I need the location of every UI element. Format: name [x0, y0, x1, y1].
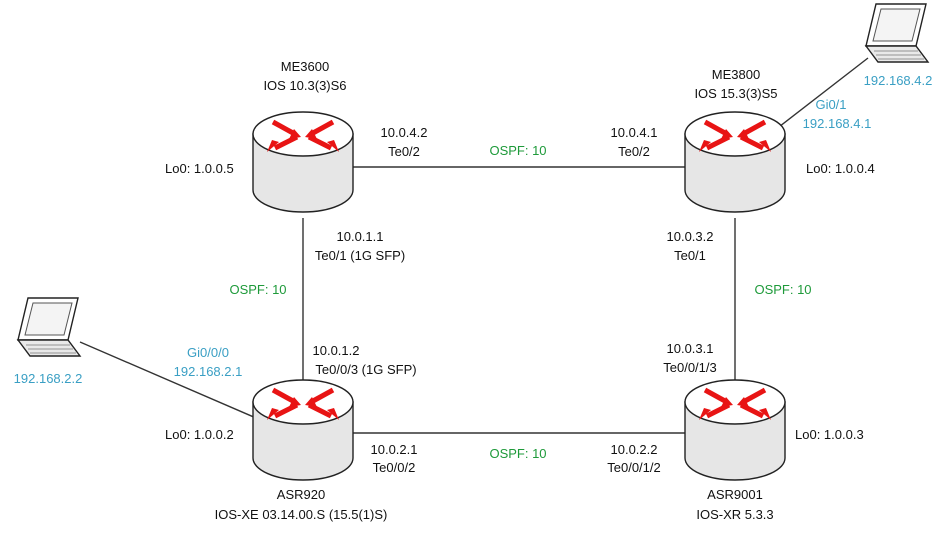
- right-top-if: Te0/1: [674, 248, 706, 263]
- asr9001-name: ASR9001: [707, 487, 763, 502]
- top-right-ip: 10.0.4.1: [611, 125, 658, 140]
- left-ospf: OSPF: 10: [229, 282, 286, 297]
- link-host-left: [79, 341, 257, 419]
- left-top-ip: 10.0.1.1: [337, 229, 384, 244]
- asr920-os: IOS-XE 03.14.00.S (15.5(1)S): [215, 507, 388, 522]
- router-icon-asr9001: [685, 380, 785, 480]
- me3600-os: IOS 10.3(3)S6: [263, 78, 346, 93]
- bottom-right-ip: 10.0.2.2: [611, 442, 658, 457]
- me3600-name: ME3600: [281, 59, 329, 74]
- host-left-router-ip: 192.168.2.1: [174, 364, 243, 379]
- router-icon-me3800: [685, 112, 785, 212]
- asr9001-loopback: Lo0: 1.0.0.3: [795, 427, 864, 442]
- top-left-if: Te0/2: [388, 144, 420, 159]
- right-ospf: OSPF: 10: [754, 282, 811, 297]
- router-icon-asr920: [253, 380, 353, 480]
- host-right-router-ip: 192.168.4.1: [803, 116, 872, 131]
- bottom-left-ip: 10.0.2.1: [371, 442, 418, 457]
- host-left-router-if: Gi0/0/0: [187, 345, 229, 360]
- left-top-if: Te0/1 (1G SFP): [315, 248, 405, 263]
- right-bottom-ip: 10.0.3.1: [667, 341, 714, 356]
- link-host-right: [774, 57, 869, 131]
- me3800-name: ME3800: [712, 67, 760, 82]
- bottom-right-if: Te0/0/1/2: [607, 460, 661, 475]
- host-left-ip: 192.168.2.2: [14, 371, 83, 386]
- asr9001-os: IOS-XR 5.3.3: [696, 507, 773, 522]
- laptop-icon-left: [17, 297, 81, 357]
- right-bottom-if: Te0/0/1/3: [663, 360, 717, 375]
- left-bottom-ip: 10.0.1.2: [313, 343, 360, 358]
- router-icon-me3600: [253, 112, 353, 212]
- top-left-ip: 10.0.4.2: [381, 125, 428, 140]
- asr920-loopback: Lo0: 1.0.0.2: [165, 427, 234, 442]
- bottom-left-if: Te0/0/2: [373, 460, 416, 475]
- laptop-icon-right: [865, 3, 929, 63]
- me3800-os: IOS 15.3(3)S5: [694, 86, 777, 101]
- host-right-router-if: Gi0/1: [815, 97, 846, 112]
- right-top-ip: 10.0.3.2: [667, 229, 714, 244]
- left-bottom-if: Te0/0/3 (1G SFP): [315, 362, 416, 377]
- asr920-name: ASR920: [277, 487, 325, 502]
- top-ospf: OSPF: 10: [489, 143, 546, 158]
- bottom-ospf: OSPF: 10: [489, 446, 546, 461]
- me3600-loopback: Lo0: 1.0.0.5: [165, 161, 234, 176]
- host-right-ip: 192.168.4.2: [864, 73, 933, 88]
- top-right-if: Te0/2: [618, 144, 650, 159]
- me3800-loopback: Lo0: 1.0.0.4: [806, 161, 875, 176]
